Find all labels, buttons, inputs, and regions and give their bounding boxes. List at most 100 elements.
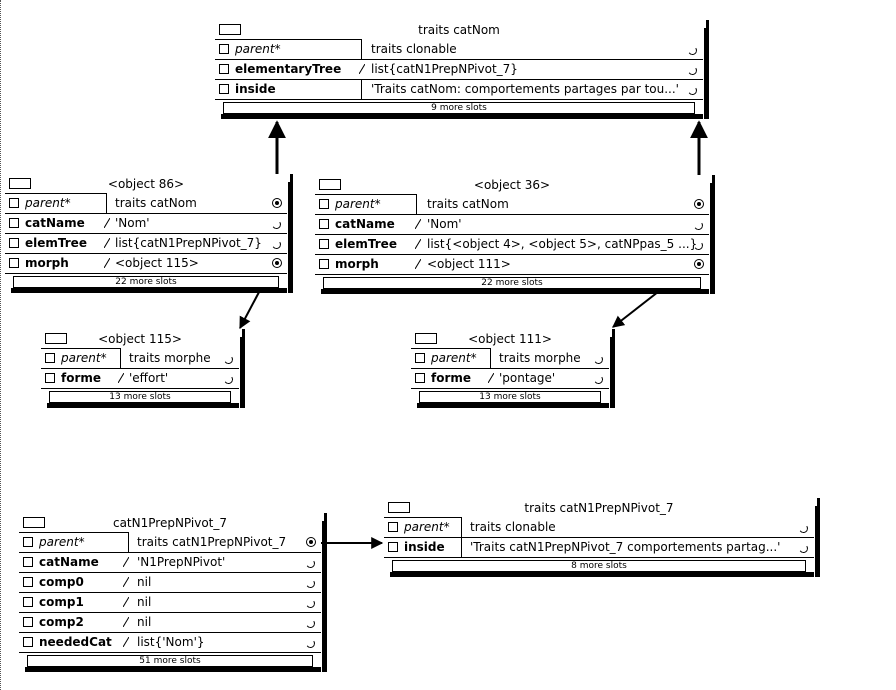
slot-value[interactable]: 'effort' — [129, 371, 169, 385]
slot-value[interactable]: <object 111> — [427, 257, 511, 271]
drag-handle[interactable] — [219, 24, 241, 35]
expand-icon[interactable] — [693, 220, 704, 231]
slot-checkbox[interactable] — [23, 537, 33, 547]
slot-checkbox[interactable] — [23, 557, 33, 567]
slot-value[interactable]: 'N1PrepNPivot' — [137, 555, 226, 569]
expand-icon[interactable] — [687, 85, 698, 96]
slot-value[interactable]: traits clonable — [470, 520, 556, 534]
slot-inside[interactable]: inside 'Traits catN1PrepNPivot_7 comport… — [384, 537, 814, 558]
expand-icon[interactable] — [271, 239, 282, 250]
slot-value[interactable]: 'pontage' — [499, 371, 556, 385]
expand-icon[interactable] — [305, 558, 316, 569]
more-slots-button[interactable]: 13 more slots — [419, 391, 601, 403]
more-slots-button[interactable]: 9 more slots — [223, 102, 695, 114]
outliner-catn1prepnpivot-7[interactable]: catN1PrepNPivot_7 parent* traits catN1Pr… — [19, 513, 327, 672]
expand-icon[interactable] — [305, 618, 316, 629]
slot-value[interactable]: 'Traits catN1PrepNPivot_7 comportements … — [470, 540, 781, 554]
slot-checkbox[interactable] — [219, 64, 229, 74]
outliner-object-36[interactable]: <object 36> parent* traits catNom catNam… — [315, 175, 715, 294]
drag-handle[interactable] — [415, 333, 437, 344]
reference-dot-icon[interactable] — [306, 537, 316, 547]
more-slots-button[interactable]: 51 more slots — [27, 655, 313, 667]
slot-checkbox[interactable] — [9, 198, 19, 208]
slot-morph[interactable]: morph <object 115> — [5, 254, 287, 274]
slot-parent[interactable]: parent* traits clonable — [384, 517, 814, 538]
slot-value[interactable]: 'Nom' — [115, 216, 150, 230]
slot-parent[interactable]: parent* traits clonable — [215, 39, 703, 60]
slot-forme[interactable]: forme 'effort' — [41, 369, 239, 389]
slot-value[interactable]: 'Traits catNom: comportements partages p… — [371, 82, 679, 96]
expand-icon[interactable] — [305, 598, 316, 609]
slot-value[interactable]: traits catNom — [427, 197, 509, 211]
slot-checkbox[interactable] — [9, 218, 19, 228]
more-slots-button[interactable]: 8 more slots — [392, 560, 806, 572]
slot-checkbox[interactable] — [319, 239, 329, 249]
slot-value[interactable]: nil — [137, 615, 152, 629]
slot-catname[interactable]: catName 'N1PrepNPivot' — [19, 553, 321, 573]
slot-value[interactable]: nil — [137, 575, 152, 589]
expand-icon[interactable] — [798, 523, 809, 534]
slot-checkbox[interactable] — [9, 238, 19, 248]
slot-value[interactable]: list{catN1PrepNPivot_7} — [115, 236, 262, 250]
outliner-object-86[interactable]: <object 86> parent* traits catNom catNam… — [5, 174, 293, 293]
outliner-traits-catn1prepnpivot-7[interactable]: traits catN1PrepNPivot_7 parent* traits … — [384, 498, 820, 577]
slot-checkbox[interactable] — [319, 259, 329, 269]
expand-icon[interactable] — [687, 45, 698, 56]
slot-parent[interactable]: parent* traits catN1PrepNPivot_7 — [19, 532, 321, 553]
slot-checkbox[interactable] — [319, 199, 329, 209]
slot-comp2[interactable]: comp2 nil — [19, 613, 321, 633]
expand-icon[interactable] — [223, 374, 234, 385]
slot-checkbox[interactable] — [219, 44, 229, 54]
drag-handle[interactable] — [319, 179, 341, 190]
outliner-object-111[interactable]: <object 111> parent* traits morphe forme… — [411, 329, 615, 408]
expand-icon[interactable] — [693, 240, 704, 251]
slot-checkbox[interactable] — [415, 353, 425, 363]
expand-icon[interactable] — [305, 638, 316, 649]
expand-icon[interactable] — [687, 65, 698, 76]
slot-parent[interactable]: parent* traits morphe — [41, 348, 239, 369]
drag-handle[interactable] — [45, 333, 67, 344]
expand-icon[interactable] — [593, 354, 604, 365]
slot-elemtree[interactable]: elemTree list{catN1PrepNPivot_7} — [5, 234, 287, 254]
reference-dot-icon[interactable] — [694, 199, 704, 209]
slot-forme[interactable]: forme 'pontage' — [411, 369, 609, 389]
slot-value[interactable]: traits clonable — [371, 42, 457, 56]
more-slots-button[interactable]: 22 more slots — [323, 277, 701, 289]
slot-checkbox[interactable] — [45, 373, 55, 383]
more-slots-button[interactable]: 13 more slots — [49, 391, 231, 403]
slot-value[interactable]: traits catNom — [115, 196, 197, 210]
slot-value[interactable]: list{catN1PrepNPivot_7} — [371, 62, 518, 76]
reference-dot-icon[interactable] — [694, 259, 704, 269]
slot-value[interactable]: <object 115> — [115, 256, 199, 270]
slot-checkbox[interactable] — [45, 353, 55, 363]
slot-checkbox[interactable] — [23, 577, 33, 587]
slot-inside[interactable]: inside 'Traits catNom: comportements par… — [215, 79, 703, 100]
outliner-traits-catnom[interactable]: traits catNom parent* traits clonable el… — [215, 20, 709, 119]
more-slots-button[interactable]: 22 more slots — [13, 276, 279, 288]
slot-parent[interactable]: parent* traits catNom — [5, 193, 287, 214]
slot-parent[interactable]: parent* traits catNom — [315, 194, 709, 215]
slot-checkbox[interactable] — [388, 542, 398, 552]
slot-checkbox[interactable] — [9, 258, 19, 268]
slot-elementarytree[interactable]: elementaryTree list{catN1PrepNPivot_7} — [215, 60, 703, 80]
outliner-object-115[interactable]: <object 115> parent* traits morphe forme… — [41, 329, 245, 408]
slot-value[interactable]: nil — [137, 595, 152, 609]
slot-value[interactable]: list{'Nom'} — [137, 635, 205, 649]
expand-icon[interactable] — [305, 578, 316, 589]
expand-icon[interactable] — [271, 219, 282, 230]
slot-morph[interactable]: morph <object 111> — [315, 255, 709, 275]
slot-neededcat[interactable]: neededCat list{'Nom'} — [19, 633, 321, 653]
slot-value[interactable]: traits morphe — [129, 351, 211, 365]
slot-comp0[interactable]: comp0 nil — [19, 573, 321, 593]
expand-icon[interactable] — [223, 354, 234, 365]
slot-checkbox[interactable] — [388, 522, 398, 532]
slot-checkbox[interactable] — [23, 617, 33, 627]
slot-checkbox[interactable] — [415, 373, 425, 383]
slot-parent[interactable]: parent* traits morphe — [411, 348, 609, 369]
reference-dot-icon[interactable] — [272, 198, 282, 208]
drag-handle[interactable] — [9, 178, 31, 189]
drag-handle[interactable] — [388, 502, 410, 513]
slot-catname[interactable]: catName 'Nom' — [5, 214, 287, 234]
slot-checkbox[interactable] — [23, 597, 33, 607]
slot-comp1[interactable]: comp1 nil — [19, 593, 321, 613]
